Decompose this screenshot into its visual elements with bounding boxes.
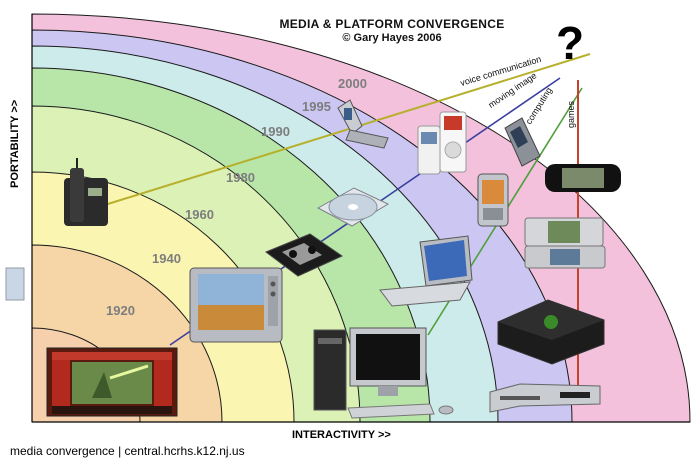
era-label-1990: 1990 xyxy=(261,124,290,139)
partial-image-left-edge-icon xyxy=(5,267,25,301)
laptop-icon xyxy=(379,235,473,307)
desktop-computer-icon xyxy=(313,327,454,419)
image-caption: media convergence | central.hcrhs.k12.nj… xyxy=(10,444,245,458)
era-label-1995: 1995 xyxy=(302,99,331,114)
era-label-1980: 1980 xyxy=(226,170,255,185)
mobile-phone-icon xyxy=(504,117,541,167)
future-question-mark: ? xyxy=(556,17,585,69)
ipod-icon xyxy=(417,111,467,175)
cinema-screen-icon xyxy=(46,347,178,417)
pda-icon xyxy=(477,173,509,227)
psp-icon xyxy=(545,164,621,192)
nintendo-ds-icon xyxy=(524,217,606,269)
era-label-1940: 1940 xyxy=(152,251,181,266)
era-label-2000: 2000 xyxy=(338,76,367,91)
television-icon xyxy=(189,267,283,343)
diagram-copyright: © Gary Hayes 2006 xyxy=(342,32,442,44)
dvd-player-icon xyxy=(489,383,601,413)
cd-disc-icon xyxy=(316,187,390,227)
diagram-title: MEDIA & PLATFORM CONVERGENCE xyxy=(279,17,505,31)
flip-phone-icon xyxy=(337,99,389,149)
xbox-console-icon xyxy=(497,299,605,365)
cordless-phone-icon xyxy=(64,158,108,226)
vhs-tape-icon xyxy=(264,233,344,277)
trend-label-games: games xyxy=(566,100,576,128)
era-label-1960: 1960 xyxy=(185,207,214,222)
era-label-1920: 1920 xyxy=(106,303,135,318)
trend-line-voice-communication xyxy=(94,53,591,209)
y-axis-label: PORTABILITY >> xyxy=(9,99,21,188)
x-axis-label: INTERACTIVITY >> xyxy=(292,429,391,441)
